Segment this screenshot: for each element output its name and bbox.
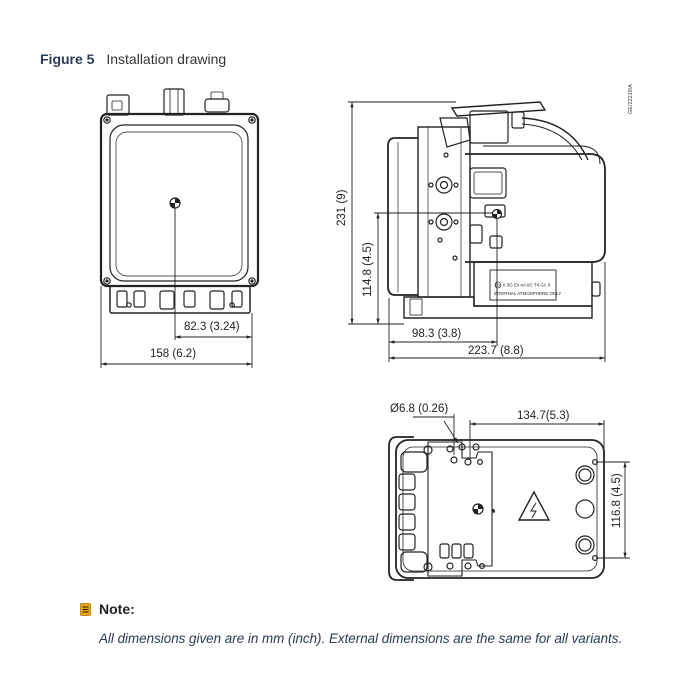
dim-bottom-hole-spacing: 116.8 (4.5): [611, 473, 623, 528]
front-center-mark: [169, 197, 181, 209]
side-center-mark: [491, 208, 503, 220]
dim-bottom-hole-diameter: Ø6.8 (0.26): [390, 403, 448, 415]
note-icon: [80, 602, 91, 616]
figure-caption: Figure 5 Installation drawing: [40, 51, 226, 67]
note-section: Note: All dimensions given are in mm (in…: [80, 601, 680, 646]
side-dimensions: [348, 101, 606, 362]
note-heading-row: Note:: [80, 601, 680, 617]
figure-number: Figure 5: [40, 51, 95, 67]
bottom-dimensions: [413, 414, 630, 559]
drawing-id: GE/22219/A: [628, 84, 634, 114]
dim-side-total-depth: 223.7 (8.8): [468, 345, 524, 357]
dim-side-total-height: 231 (9): [336, 189, 348, 226]
dim-bottom-hole-offset: 134.7(5.3): [517, 410, 570, 422]
note-heading: Note:: [99, 601, 135, 617]
dim-side-mount-offset: 98.3 (3.8): [412, 328, 461, 340]
front-dimensions: [100, 208, 253, 368]
dim-side-half-height: 114.8 (4.5): [362, 242, 374, 297]
bottom-label-mark: ⌂: [492, 508, 495, 513]
figure-title: Installation drawing: [106, 51, 227, 67]
note-text: All dimensions given are in mm (inch). E…: [99, 631, 623, 646]
bottom-view: ⌂: [388, 436, 605, 581]
nameplate-ex-mark: Ex: [495, 283, 501, 288]
dim-front-center-offset: 82.3 (3.24): [184, 321, 240, 333]
nameplate-line1: II 3G Ex nA IIC T4 Gc X: [503, 283, 550, 288]
nameplate: Ex II 3G Ex nA IIC T4 Gc X INTERNAL ATMO…: [494, 281, 561, 296]
dim-front-width: 158 (6.2): [150, 348, 196, 360]
bottom-center-mark: [472, 503, 484, 515]
front-view: [99, 88, 260, 314]
side-view: [387, 101, 606, 319]
nameplate-line2: INTERNAL ATMOSPHERE ONLY: [494, 291, 561, 296]
